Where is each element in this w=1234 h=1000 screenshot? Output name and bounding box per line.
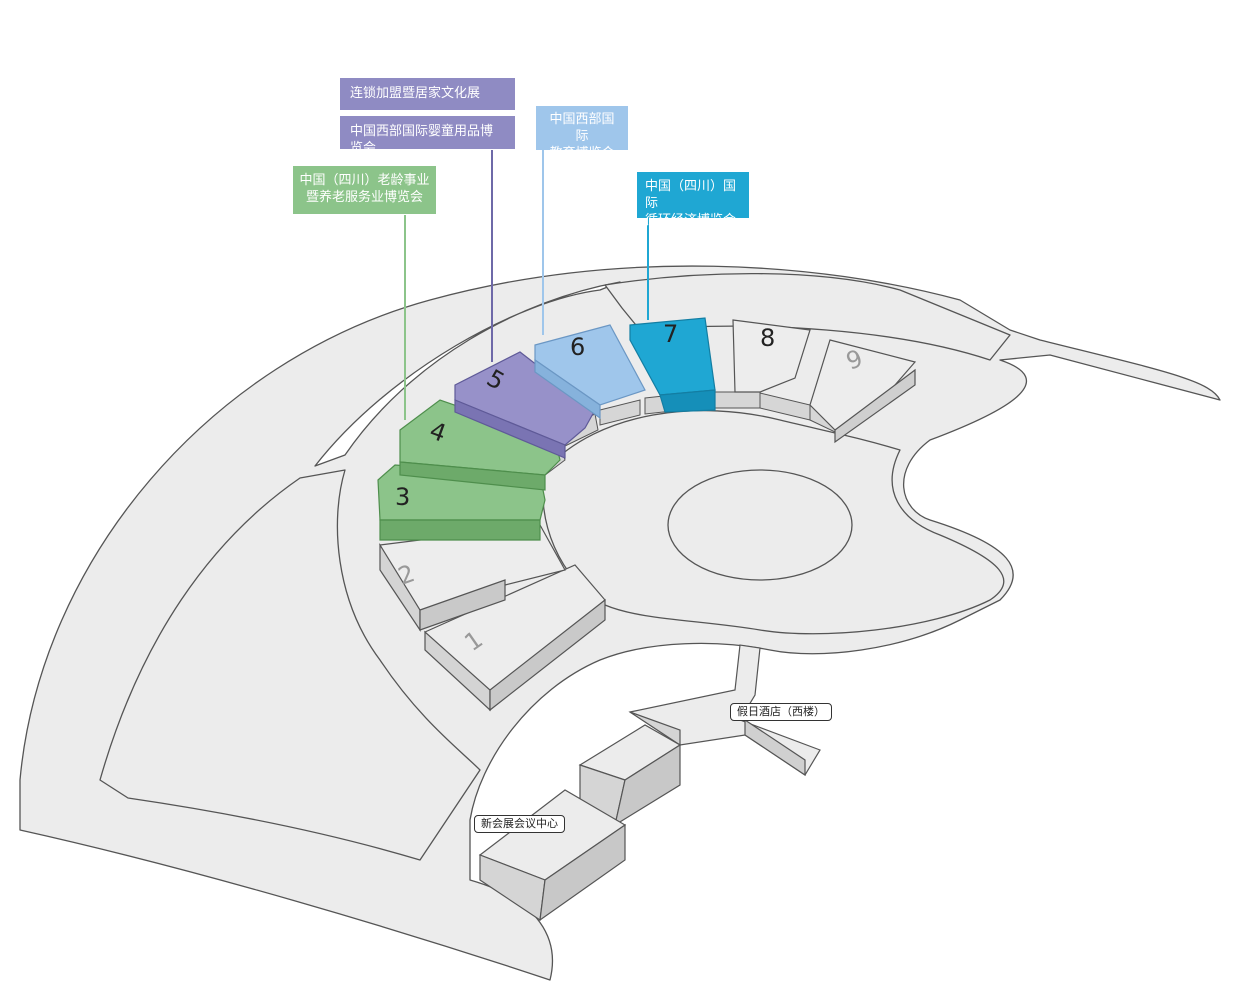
roundabout: [667, 469, 853, 581]
conference-center-label[interactable]: 新会展会议中心: [474, 815, 565, 833]
hall-3-number: 3: [395, 483, 410, 511]
hall-8-number: 8: [760, 324, 775, 352]
hall-2[interactable]: 2: [379, 524, 566, 632]
exhibition-label-text: 中国西部国际婴童用品博览会: [350, 124, 494, 156]
exhibition-label-circular-economy[interactable]: 中国（四川）国际 循环经济博览会: [637, 172, 749, 228]
exhibition-label-line-1: 中国（四川）国际: [645, 179, 737, 211]
exhibition-label-baby-products[interactable]: 中国西部国际婴童用品博览会: [340, 116, 515, 156]
exhibition-label-line-2: 循环经济博览会: [645, 213, 737, 228]
west-parcel: [99, 469, 481, 861]
north-parcel: [604, 272, 1011, 361]
exhibition-label-text: 连锁加盟暨居家文化展: [350, 86, 481, 101]
hall-4[interactable]: 4: [399, 399, 561, 491]
exhibition-label-education[interactable]: 中国西部国际 教育博览会: [536, 106, 628, 161]
hall-9[interactable]: 9: [809, 339, 917, 444]
exhibition-label-chain-home[interactable]: 连锁加盟暨居家文化展: [340, 78, 515, 110]
hall-6-number: 6: [570, 333, 585, 361]
exhibition-label-line-2: 教育博览会: [549, 146, 615, 161]
hall-7[interactable]: 7: [629, 317, 716, 413]
hall-6[interactable]: 6: [534, 324, 646, 420]
site-ground: [19, 265, 1221, 981]
hall-7-number: 7: [663, 320, 678, 348]
exhibition-label-line-1: 中国（四川）老龄事业: [299, 173, 430, 188]
exhibition-label-elderly-care[interactable]: 中国（四川）老龄事业 暨养老服务业博览会: [293, 166, 436, 214]
leader-lines: [404, 148, 649, 420]
exhibition-label-line-1: 中国西部国际: [549, 112, 615, 144]
exhibition-label-line-2: 暨养老服务业博览会: [305, 190, 423, 205]
hall-8[interactable]: 8: [732, 319, 811, 393]
hall-5[interactable]: 5: [454, 351, 596, 459]
hall-1[interactable]: 1: [424, 564, 606, 712]
hotel-label[interactable]: 假日酒店（西楼）: [730, 703, 832, 721]
conference-center-building[interactable]: [478, 724, 682, 922]
